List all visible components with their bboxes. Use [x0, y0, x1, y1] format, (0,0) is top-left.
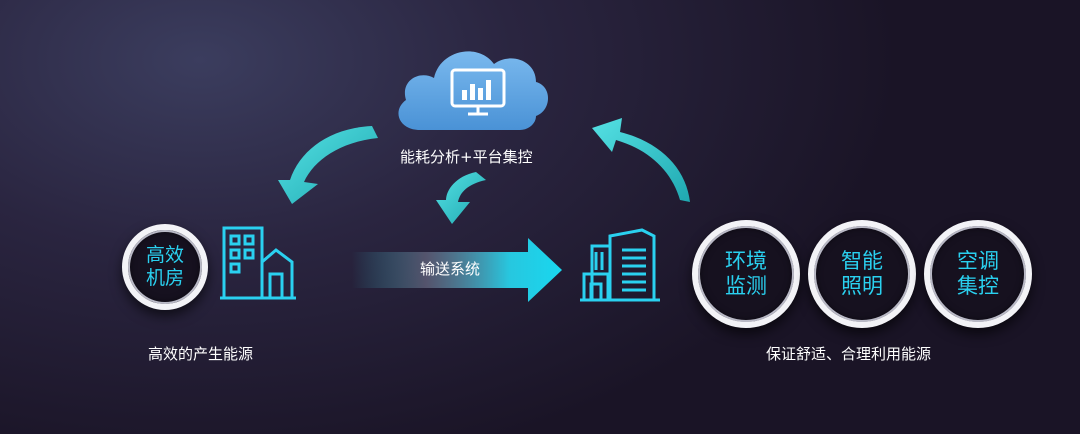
system-line-2: 监测 — [725, 274, 767, 298]
factory-building-icon — [220, 226, 296, 300]
source-circle-line-2: 机房 — [145, 267, 184, 289]
office-building-icon — [580, 228, 660, 302]
system-line-1: 空调 — [957, 248, 999, 273]
transport-arrow-icon — [352, 238, 562, 302]
source-circle: 高效 机房 — [122, 224, 208, 310]
curved-arrow-right-icon — [592, 118, 690, 202]
monitor-chart-icon — [450, 68, 506, 116]
transport-label: 输送系统 — [420, 260, 481, 278]
system-line-1: 环境 — [725, 248, 767, 273]
cloud-caption: 能耗分析+平台集控 — [400, 148, 533, 166]
system-circle-environment-monitoring: 环境 监测 — [692, 220, 800, 328]
system-line-1: 智能 — [841, 248, 883, 273]
consumer-caption: 保证舒适、合理利用能源 — [766, 345, 932, 363]
system-line-2: 照明 — [841, 274, 883, 298]
curved-arrow-middle-icon — [436, 172, 486, 224]
system-circle-smart-lighting: 智能 照明 — [808, 220, 916, 328]
source-circle-line-1: 高效 — [145, 244, 184, 267]
curved-arrow-left-icon — [278, 126, 378, 204]
source-caption: 高效的产生能源 — [148, 345, 254, 363]
cloud-icon — [398, 51, 548, 130]
system-circle-ac-control: 空调 集控 — [924, 220, 1032, 328]
system-line-2: 集控 — [957, 274, 999, 298]
